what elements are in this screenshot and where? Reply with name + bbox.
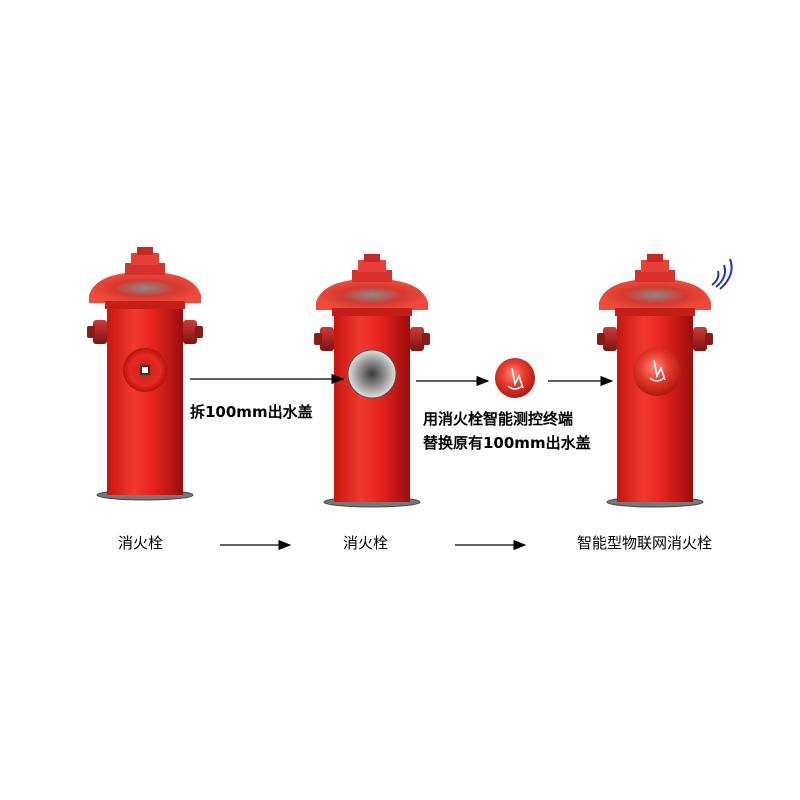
cap-nut bbox=[140, 365, 150, 375]
fire-hydrant-icon bbox=[313, 253, 431, 508]
fire-hydrant-icon bbox=[596, 253, 714, 508]
fire-hydrant-icon bbox=[86, 246, 204, 501]
smart-terminal-icon bbox=[495, 358, 535, 398]
step-2-label-line1: 用消火栓智能测控终端 bbox=[423, 410, 574, 428]
stage-original-label: 消火栓 bbox=[118, 534, 164, 552]
stage-smart-label: 智能型物联网消火栓 bbox=[577, 534, 713, 552]
wifi-signal-icon bbox=[711, 258, 733, 290]
step-1-label: 拆100mm出水盖 bbox=[190, 403, 313, 421]
step-2-label-line2: 替换原有100mm出水盖 bbox=[423, 434, 591, 452]
open-outlet bbox=[347, 349, 397, 399]
stage-removed-label: 消火栓 bbox=[343, 534, 389, 552]
